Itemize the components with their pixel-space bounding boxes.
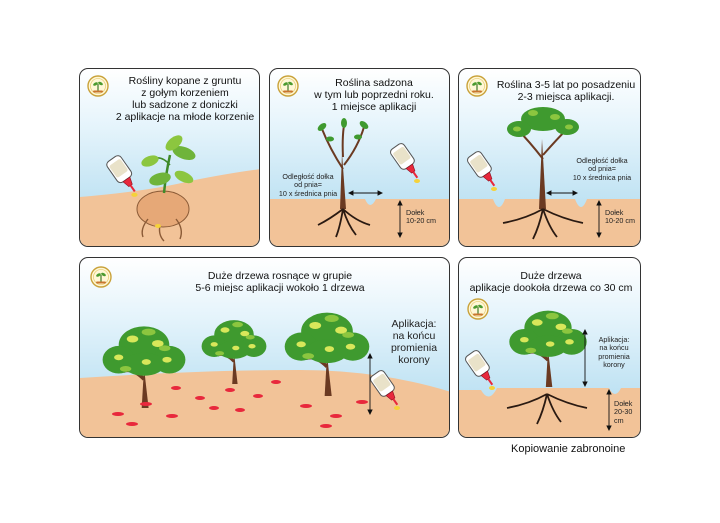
distance-label: Odległość dołka od pnia= 10 x średnica p… xyxy=(563,156,640,182)
nursery-logo-icon xyxy=(467,298,489,320)
dimension-arrow-icon xyxy=(545,190,602,239)
label-line: na końcu xyxy=(599,343,629,353)
product-bottle-icon xyxy=(467,149,501,192)
panel-tree-group: Duże drzewa rosnące w grupie 5-6 miejsc … xyxy=(79,257,450,438)
nursery-logo-icon xyxy=(87,75,109,97)
label-line: Aplikacja: xyxy=(391,318,437,330)
hole-depth-label: Dołek 10-20 cm xyxy=(406,208,449,226)
panel-young-plants: Rośliny kopane z gruntu z gołym korzenie… xyxy=(79,68,260,247)
label-line: Aplikacja: xyxy=(598,335,630,344)
label-line: na końcu xyxy=(392,330,436,342)
title-line: z gołym korzeniem xyxy=(141,87,229,99)
application-label: Aplikacja: na końcu promienia korony xyxy=(587,335,640,370)
title-line: Duże drzewa xyxy=(520,270,582,282)
scene-large-tree xyxy=(459,308,640,437)
panel-3-title: Roślina 3-5 lat po posadzeniu 2-3 miejsc… xyxy=(491,79,640,103)
tree-icon xyxy=(507,308,589,389)
nursery-logo-icon xyxy=(277,75,299,97)
product-bottle-icon xyxy=(106,153,142,198)
tree-icon xyxy=(317,118,371,238)
title-line: 5-6 miejsc aplikacji wokoło 1 drzewa xyxy=(195,282,365,294)
nursery-logo-icon xyxy=(90,266,112,288)
label-line: Dołek xyxy=(605,208,624,217)
title-line: 1 miejsce aplikacji xyxy=(331,101,417,113)
title-line: 2-3 miejsca aplikacji. xyxy=(517,91,615,103)
application-spot xyxy=(155,224,161,228)
panel-1-title: Rośliny kopane z gruntu z gołym korzenie… xyxy=(110,75,259,123)
plant-icon xyxy=(136,135,196,242)
soil xyxy=(459,199,640,246)
label-line: 10 x średnica pnia xyxy=(572,172,632,182)
tree-icon xyxy=(502,107,584,240)
panel-4-title: Duże drzewa rosnące w grupie 5-6 miejsc … xyxy=(140,270,420,294)
label-line: 10-20 cm xyxy=(605,216,635,226)
title-line: Rośliny kopane z gruntu xyxy=(128,75,242,87)
title-line: Roślina sadzona xyxy=(335,77,413,89)
scene-tree-group xyxy=(80,310,449,437)
title-line: 2 aplikacje na młode korzenie xyxy=(115,111,255,123)
soil xyxy=(270,199,449,246)
soil xyxy=(80,370,449,437)
panel-2-title: Roślina sadzona w tym lub poprzedni roku… xyxy=(300,77,448,113)
label-line: Dołek xyxy=(614,399,633,408)
copyright-notice: Kopiowanie zabronoine xyxy=(511,443,626,455)
distance-label: Odległość dołka od pnia= 10 x średnica p… xyxy=(272,172,344,198)
scene-established-tree xyxy=(459,107,640,246)
dimension-arrow-icon xyxy=(367,352,373,416)
panel-large-tree: Duże drzewa aplikacje dookoła drzewa co … xyxy=(458,257,641,438)
scene-young-plant xyxy=(80,135,259,246)
dimension-arrow-icon xyxy=(582,328,612,432)
label-line: od pnia= xyxy=(588,164,616,174)
product-bottle-icon xyxy=(465,348,499,391)
panel-5-title: Duże drzewa aplikacje dookoła drzewa co … xyxy=(463,270,639,294)
title-line: lub sadzone z doniczki xyxy=(132,99,238,111)
title-line: Duże drzewa rosnące w grupie xyxy=(207,270,353,282)
scene-newly-planted xyxy=(270,118,449,246)
roots xyxy=(506,393,588,425)
label-line: od pnia= xyxy=(294,180,322,190)
application-label: Aplikacja: na końcu promienia korony xyxy=(378,318,449,366)
label-line: Odległość dołka xyxy=(576,156,628,165)
application-spots xyxy=(112,380,368,428)
label-line: promienia korony xyxy=(598,351,630,370)
dimension-arrow-icon xyxy=(347,190,403,239)
label-line: promienia korony xyxy=(390,342,438,366)
label-line: 10 x średnica pnia xyxy=(278,188,338,198)
label-line: 10-20 cm xyxy=(406,216,436,226)
title-line: aplikacje dookoła drzewa co 30 cm xyxy=(469,282,633,294)
nursery-logo-icon xyxy=(466,75,488,97)
panel-established-tree: Roślina 3-5 lat po posadzeniu 2-3 miejsc… xyxy=(458,68,641,247)
title-line: Roślina 3-5 lat po posadzeniu xyxy=(496,79,636,91)
label-line: Dołek xyxy=(406,208,425,217)
label-line: 20-30 cm xyxy=(614,407,633,425)
panel-newly-planted: Roślina sadzona w tym lub poprzedni roku… xyxy=(269,68,450,247)
title-line: w tym lub poprzedni roku. xyxy=(314,89,434,101)
product-bottle-icon xyxy=(390,141,424,184)
label-line: Odległość dołka xyxy=(282,172,334,181)
hole-depth-label: Dołek 10-20 cm xyxy=(605,208,640,226)
soil xyxy=(459,388,640,437)
hole-depth-label: Dołek 20-30 cm xyxy=(614,399,640,425)
